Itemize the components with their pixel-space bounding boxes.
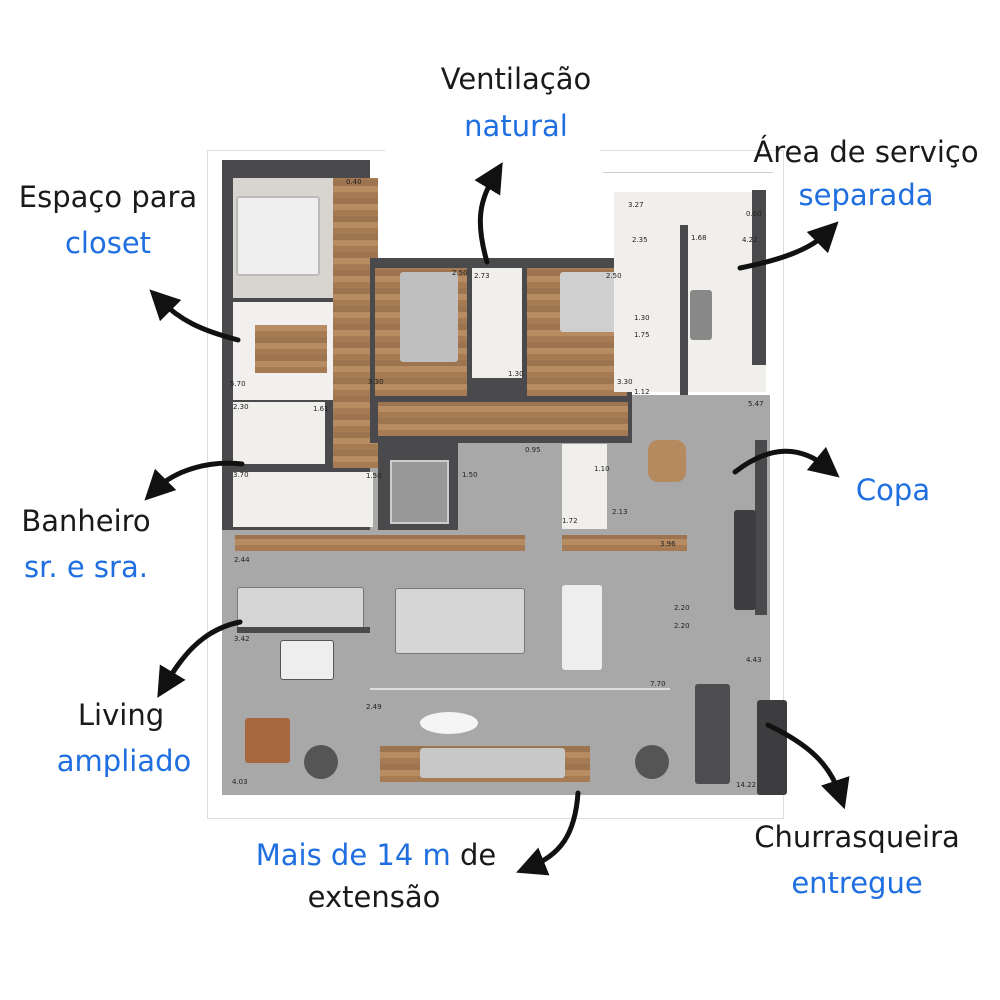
washer-dryer — [690, 290, 712, 340]
arrow-extensao — [516, 790, 581, 876]
annotation-closet-line2: closet — [64, 226, 152, 260]
arrow-ventilacao — [474, 162, 503, 265]
dimension: 2.13 — [612, 508, 628, 516]
dimension: 3.30 — [368, 378, 384, 386]
sofa — [237, 587, 364, 629]
dimension: 2.49 — [366, 703, 382, 711]
closet-island — [255, 325, 327, 373]
annotation-living-line1: Living — [77, 698, 165, 732]
cooktop-counter — [734, 510, 756, 610]
annotation-ventilacao-line2: natural — [464, 109, 568, 143]
annotation-extensao-line2: extensão — [307, 880, 441, 914]
dimension: 2.20 — [674, 622, 690, 630]
dimension: 2.73 — [474, 272, 490, 280]
arrow-living — [157, 619, 243, 698]
dimension: 2.44 — [234, 556, 250, 564]
annotation-servico-line1: Área de serviço — [753, 135, 979, 169]
dimension: 0.40 — [346, 178, 362, 186]
dimension: 4.22 — [742, 236, 758, 244]
dimension: 1.50 — [366, 472, 382, 480]
dimension: 1.50 — [462, 471, 478, 479]
dimension: 1.68 — [691, 234, 707, 242]
dimension: 2.50 — [606, 272, 622, 280]
wall-block — [752, 190, 766, 365]
annotation-extensao-highlight: Mais de 14 m — [255, 838, 451, 872]
side-table — [635, 745, 669, 779]
arrow-servico — [737, 221, 839, 271]
rug — [560, 272, 622, 332]
wall-block — [755, 440, 767, 615]
sofa — [395, 588, 525, 654]
armchair — [280, 640, 334, 680]
wall-block — [237, 627, 370, 633]
dimension: 5.70 — [230, 380, 246, 388]
annotation-living-line2: ampliado — [56, 744, 192, 778]
arrow-closet — [149, 289, 241, 343]
arrow-churrasqueira — [765, 722, 850, 810]
side-table — [304, 745, 338, 779]
annotation-churrasqueira-line1: Churrasqueira — [754, 820, 960, 854]
glass-door — [370, 688, 670, 690]
copa-table — [648, 440, 686, 482]
dimension: 3.96 — [660, 540, 676, 548]
annotation-ventilacao-line1: Ventilação — [440, 62, 592, 96]
bathroom-3 — [472, 268, 522, 378]
dimension: 0.60 — [746, 210, 762, 218]
dimension: 1.75 — [634, 331, 650, 339]
annotation-extensao-line1: Mais de 14 m de — [256, 841, 496, 870]
dimension: 1.30 — [634, 314, 650, 322]
master-bathroom — [233, 402, 325, 464]
annotation-banheiro-line2: sr. e sra. — [24, 550, 148, 584]
dimension: 1.30 — [508, 370, 524, 378]
dimension: 14.22 — [736, 781, 757, 789]
arrow-copa — [732, 446, 840, 478]
rug — [400, 272, 458, 362]
dimension: 3.42 — [234, 635, 250, 643]
shelf — [235, 535, 525, 551]
annotation-extensao-rest: de — [450, 838, 497, 872]
lavabo — [562, 444, 607, 529]
annotation-copa: Copa — [855, 473, 931, 507]
coffee-table — [420, 712, 478, 734]
dimension: 2.35 — [632, 236, 648, 244]
dimension: 3.27 — [628, 201, 644, 209]
elevator — [390, 460, 449, 524]
dimension: 2.50 — [452, 269, 468, 277]
dimension: 7.70 — [650, 680, 666, 688]
dimension: 2.20 — [674, 604, 690, 612]
dimension: 1.61 — [313, 405, 329, 413]
dimension: 4.03 — [232, 778, 248, 786]
corridor — [378, 402, 628, 436]
dimension: 5.47 — [748, 400, 764, 408]
armchair — [245, 718, 290, 763]
arrow-banheiro — [144, 460, 245, 501]
bathroom-2 — [233, 472, 373, 527]
dimension: 3.30 — [617, 378, 633, 386]
dimension: 4.43 — [746, 656, 762, 664]
shelf — [562, 535, 687, 551]
dimension: 1.10 — [594, 465, 610, 473]
annotation-closet-line1: Espaço para — [18, 180, 198, 214]
bed — [236, 196, 320, 276]
annotation-banheiro-line1: Banheiro — [21, 504, 151, 538]
dining-table — [562, 585, 602, 670]
dimension: 3.70 — [233, 471, 249, 479]
wall-block — [680, 225, 688, 395]
annotation-churrasqueira-line2: entregue — [791, 866, 923, 900]
dimension: 1.72 — [562, 517, 578, 525]
service-outline — [603, 172, 773, 173]
barbecue-grill — [757, 700, 787, 795]
dimension: 1.12 — [634, 388, 650, 396]
bench-cushion — [420, 748, 565, 778]
gourmet-island — [695, 684, 730, 784]
dimension: 2.30 — [233, 403, 249, 411]
dimension: 0.95 — [525, 446, 541, 454]
annotation-servico-line2: separada — [798, 178, 934, 212]
